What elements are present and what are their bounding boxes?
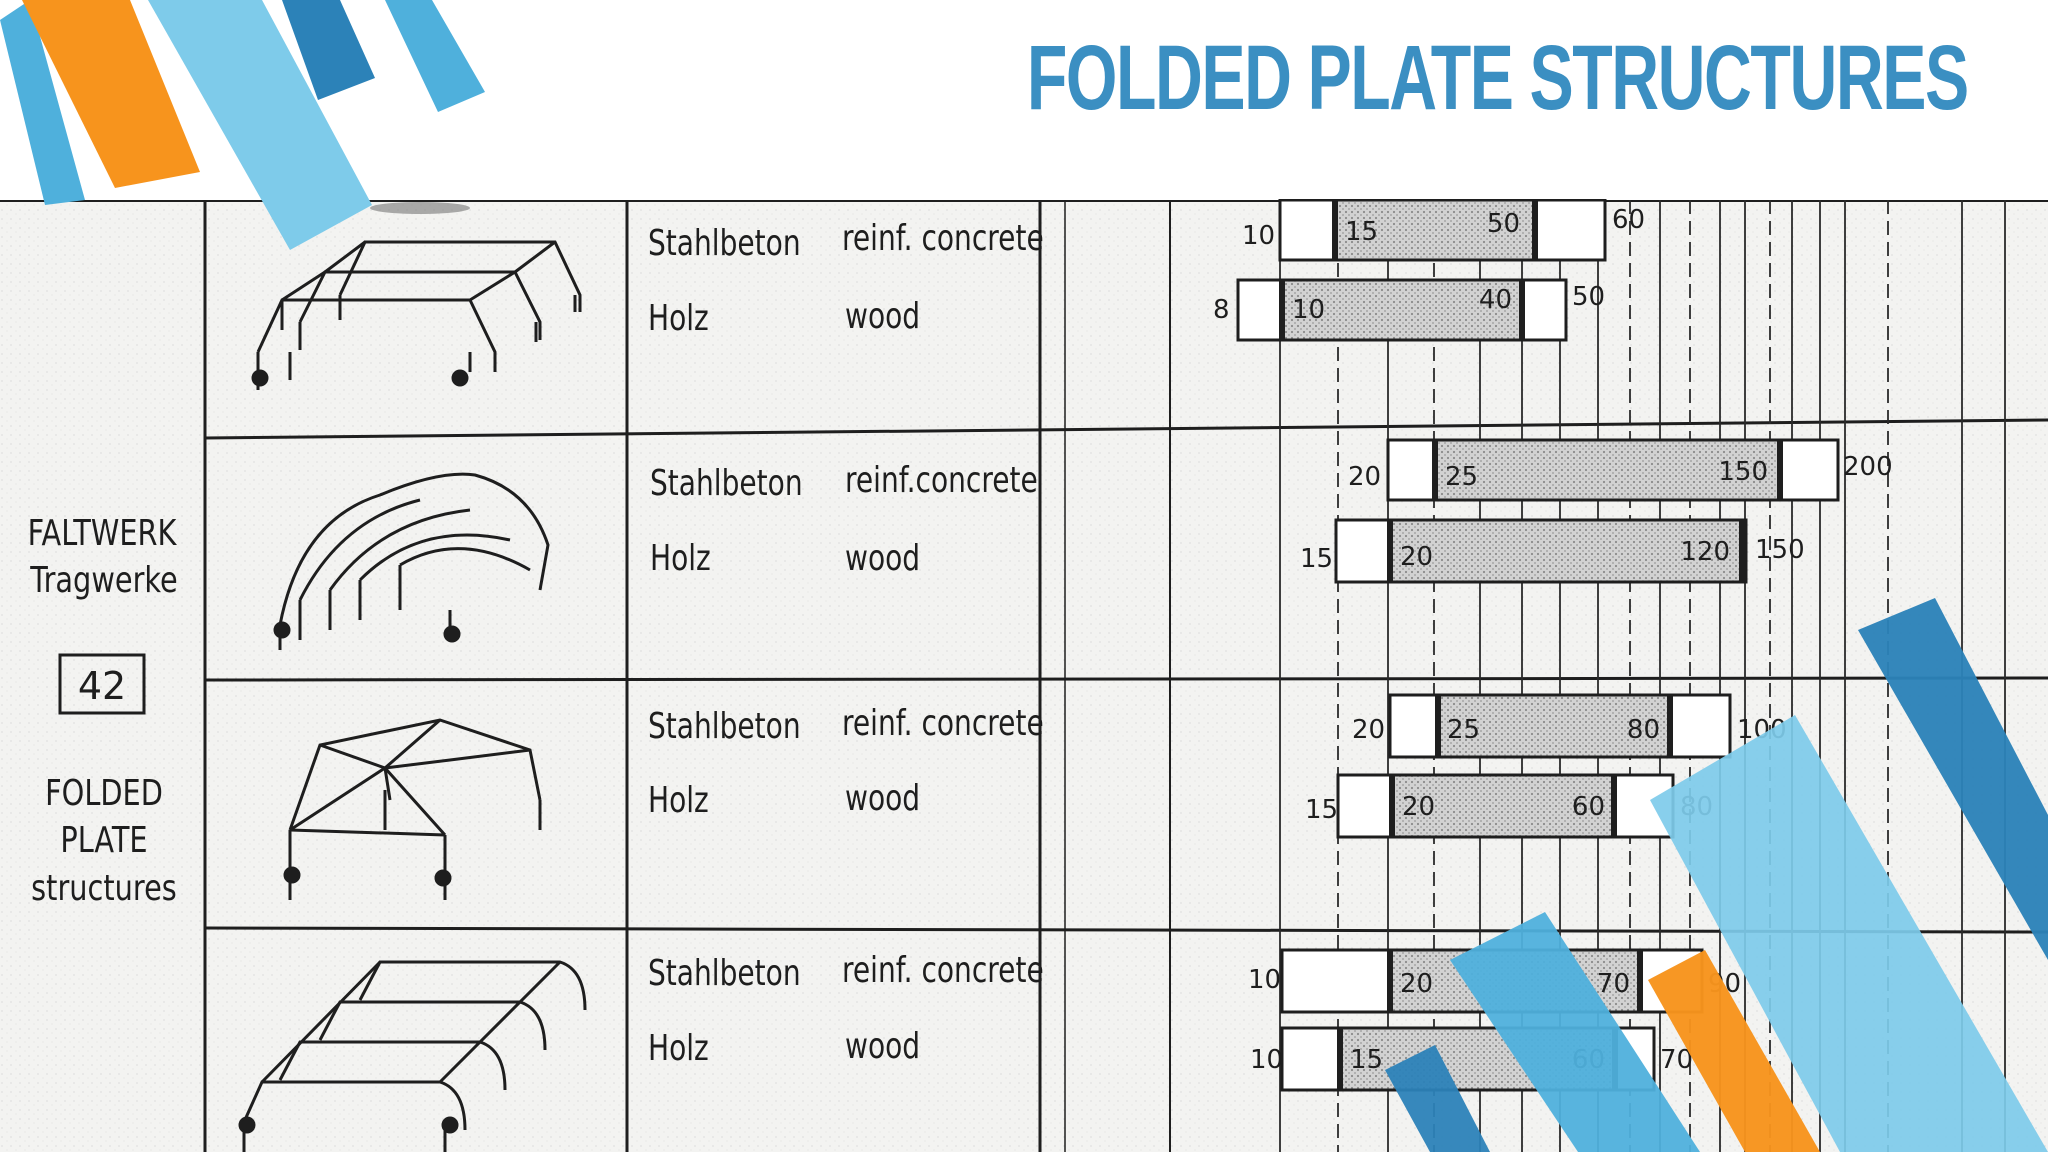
row2-wood-german: Holz — [650, 537, 711, 579]
stripe-light-blue-top — [148, 0, 372, 250]
svg-text:15: 15 — [1350, 1045, 1383, 1075]
sketch-row-2 — [273, 472, 550, 650]
row1-wood-german: Holz — [648, 297, 709, 339]
svg-text:150: 150 — [1755, 535, 1805, 565]
span-bars: 10 15 50 60 8 10 40 50 20 25 150 200 — [1213, 198, 1893, 1092]
sketch-row-3 — [283, 718, 542, 900]
svg-text:20: 20 — [1352, 715, 1385, 745]
row2-concrete-english: reinf.concrete — [845, 459, 1038, 501]
side-label: FALTWERK Tragwerke 42 FOLDED PLATE struc… — [28, 512, 178, 909]
bar-row3-wood: 15 20 60 80 — [1305, 773, 1713, 839]
bar-row2-wood: 15 20 120 150 — [1300, 518, 1805, 584]
side-label-number-box — [58, 653, 146, 715]
row1-concrete-german: Stahlbeton — [648, 222, 801, 264]
row2-wood-english: wood — [845, 537, 920, 579]
bar-row2-concrete: 20 25 150 200 — [1348, 438, 1893, 502]
svg-text:80: 80 — [1627, 715, 1660, 745]
svg-text:50: 50 — [1572, 282, 1605, 312]
svg-text:40: 40 — [1479, 285, 1512, 315]
decor-stripes-top-left — [0, 0, 485, 250]
svg-text:25: 25 — [1447, 715, 1480, 745]
row3-concrete-english: reinf. concrete — [842, 702, 1044, 744]
row3-wood-german: Holz — [648, 779, 709, 821]
stripe-dark-blue-bottom — [1385, 1045, 1490, 1152]
stripe-dark-blue-top — [282, 0, 375, 100]
svg-text:50: 50 — [1487, 209, 1520, 239]
side-label-number: 42 — [78, 664, 126, 708]
svg-text:10: 10 — [1248, 965, 1281, 995]
svg-text:20: 20 — [1402, 792, 1435, 822]
row3-concrete-german: Stahlbeton — [648, 705, 801, 747]
bar-row3-concrete: 20 25 80 100 — [1352, 693, 1787, 759]
svg-text:150: 150 — [1718, 457, 1768, 487]
svg-text:200: 200 — [1843, 452, 1893, 482]
svg-text:15: 15 — [1305, 795, 1338, 825]
svg-text:25: 25 — [1445, 462, 1478, 492]
bar-row1-wood: 8 10 40 50 — [1213, 278, 1605, 342]
stripe-mid-blue-bottom — [1450, 912, 1700, 1152]
bar-row1-concrete: 10 15 50 60 — [1242, 198, 1645, 262]
row4-concrete-english: reinf. concrete — [842, 949, 1044, 991]
stripe-dark-blue-right — [1858, 598, 2048, 960]
material-labels: Stahlbeton reinf. concrete Holz wood Sta… — [648, 217, 1044, 1069]
stripe-orange-bottom — [1648, 950, 1820, 1152]
svg-text:10: 10 — [1292, 295, 1325, 325]
stripe-mid-blue-top-left — [0, 0, 85, 205]
svg-text:20: 20 — [1348, 462, 1381, 492]
row4-wood-german: Holz — [648, 1027, 709, 1069]
row3-wood-english: wood — [845, 777, 920, 819]
svg-text:20: 20 — [1400, 969, 1433, 999]
stripe-orange-top — [22, 0, 200, 188]
decor-stripes-bottom-right — [1385, 598, 2048, 1152]
row1-wood-english: wood — [845, 295, 920, 337]
svg-text:20: 20 — [1400, 542, 1433, 572]
side-label-german-1: FALTWERK — [28, 512, 178, 554]
stripe-mid-blue-top-right — [385, 0, 485, 112]
side-label-english-3: structures — [31, 867, 177, 909]
svg-text:15: 15 — [1300, 544, 1333, 574]
row4-concrete-german: Stahlbeton — [648, 952, 801, 994]
sketch-row-1 — [251, 240, 582, 390]
svg-text:10: 10 — [1250, 1045, 1283, 1075]
svg-text:120: 120 — [1680, 537, 1730, 567]
row2-concrete-german: Stahlbeton — [650, 462, 803, 504]
svg-text:70: 70 — [1597, 969, 1630, 999]
svg-text:60: 60 — [1612, 205, 1645, 235]
side-label-english-2: PLATE — [60, 819, 147, 861]
svg-text:60: 60 — [1572, 792, 1605, 822]
svg-text:15: 15 — [1345, 217, 1378, 247]
row4-wood-english: wood — [845, 1025, 920, 1067]
side-label-german-2: Tragwerke — [29, 559, 177, 601]
row1-concrete-english: reinf. concrete — [842, 217, 1044, 259]
stripe-light-blue-right — [1650, 715, 2048, 1152]
svg-text:10: 10 — [1242, 221, 1275, 251]
sketch-row-4 — [238, 960, 587, 1152]
slide-title: FOLDED PLATE STRUCTURES — [1027, 27, 1969, 129]
side-label-english-1: FOLDED — [45, 772, 163, 814]
svg-text:8: 8 — [1213, 295, 1230, 325]
